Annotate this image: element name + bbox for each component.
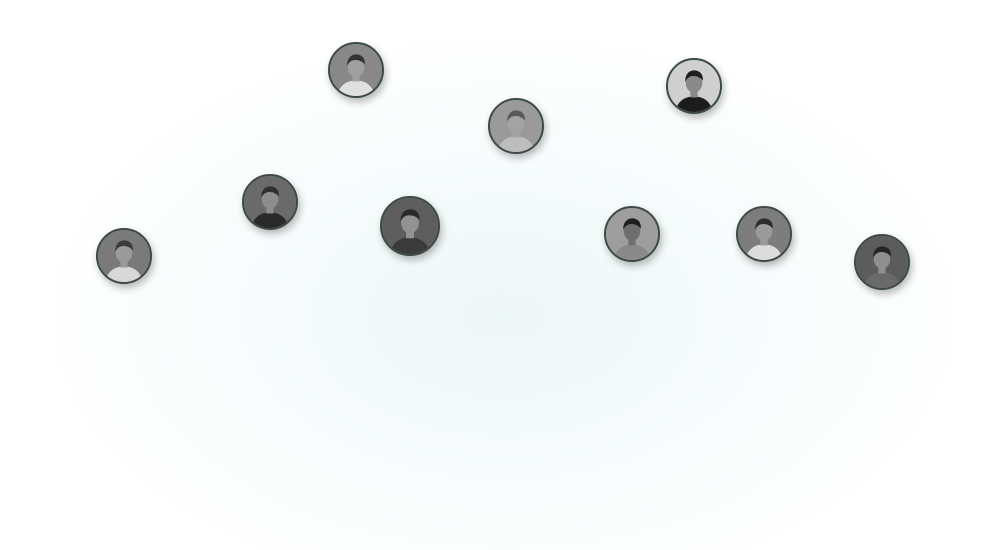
person-portrait-icon xyxy=(244,176,296,228)
person-portrait-icon xyxy=(668,60,720,112)
person-portrait-icon xyxy=(98,230,150,282)
person-portrait-icon xyxy=(330,44,382,96)
team-member-avatar[interactable] xyxy=(488,98,544,154)
person-portrait-icon xyxy=(606,208,658,260)
person-portrait-icon xyxy=(856,236,908,288)
team-member-avatar[interactable] xyxy=(604,206,660,262)
team-member-avatar[interactable] xyxy=(380,196,440,256)
person-portrait-icon xyxy=(490,100,542,152)
person-portrait-icon xyxy=(382,198,438,254)
team-member-avatar[interactable] xyxy=(666,58,722,114)
team-member-avatar[interactable] xyxy=(736,206,792,262)
team-member-avatar[interactable] xyxy=(242,174,298,230)
team-member-avatar[interactable] xyxy=(328,42,384,98)
person-portrait-icon xyxy=(738,208,790,260)
team-member-avatar[interactable] xyxy=(96,228,152,284)
team-member-avatar[interactable] xyxy=(854,234,910,290)
